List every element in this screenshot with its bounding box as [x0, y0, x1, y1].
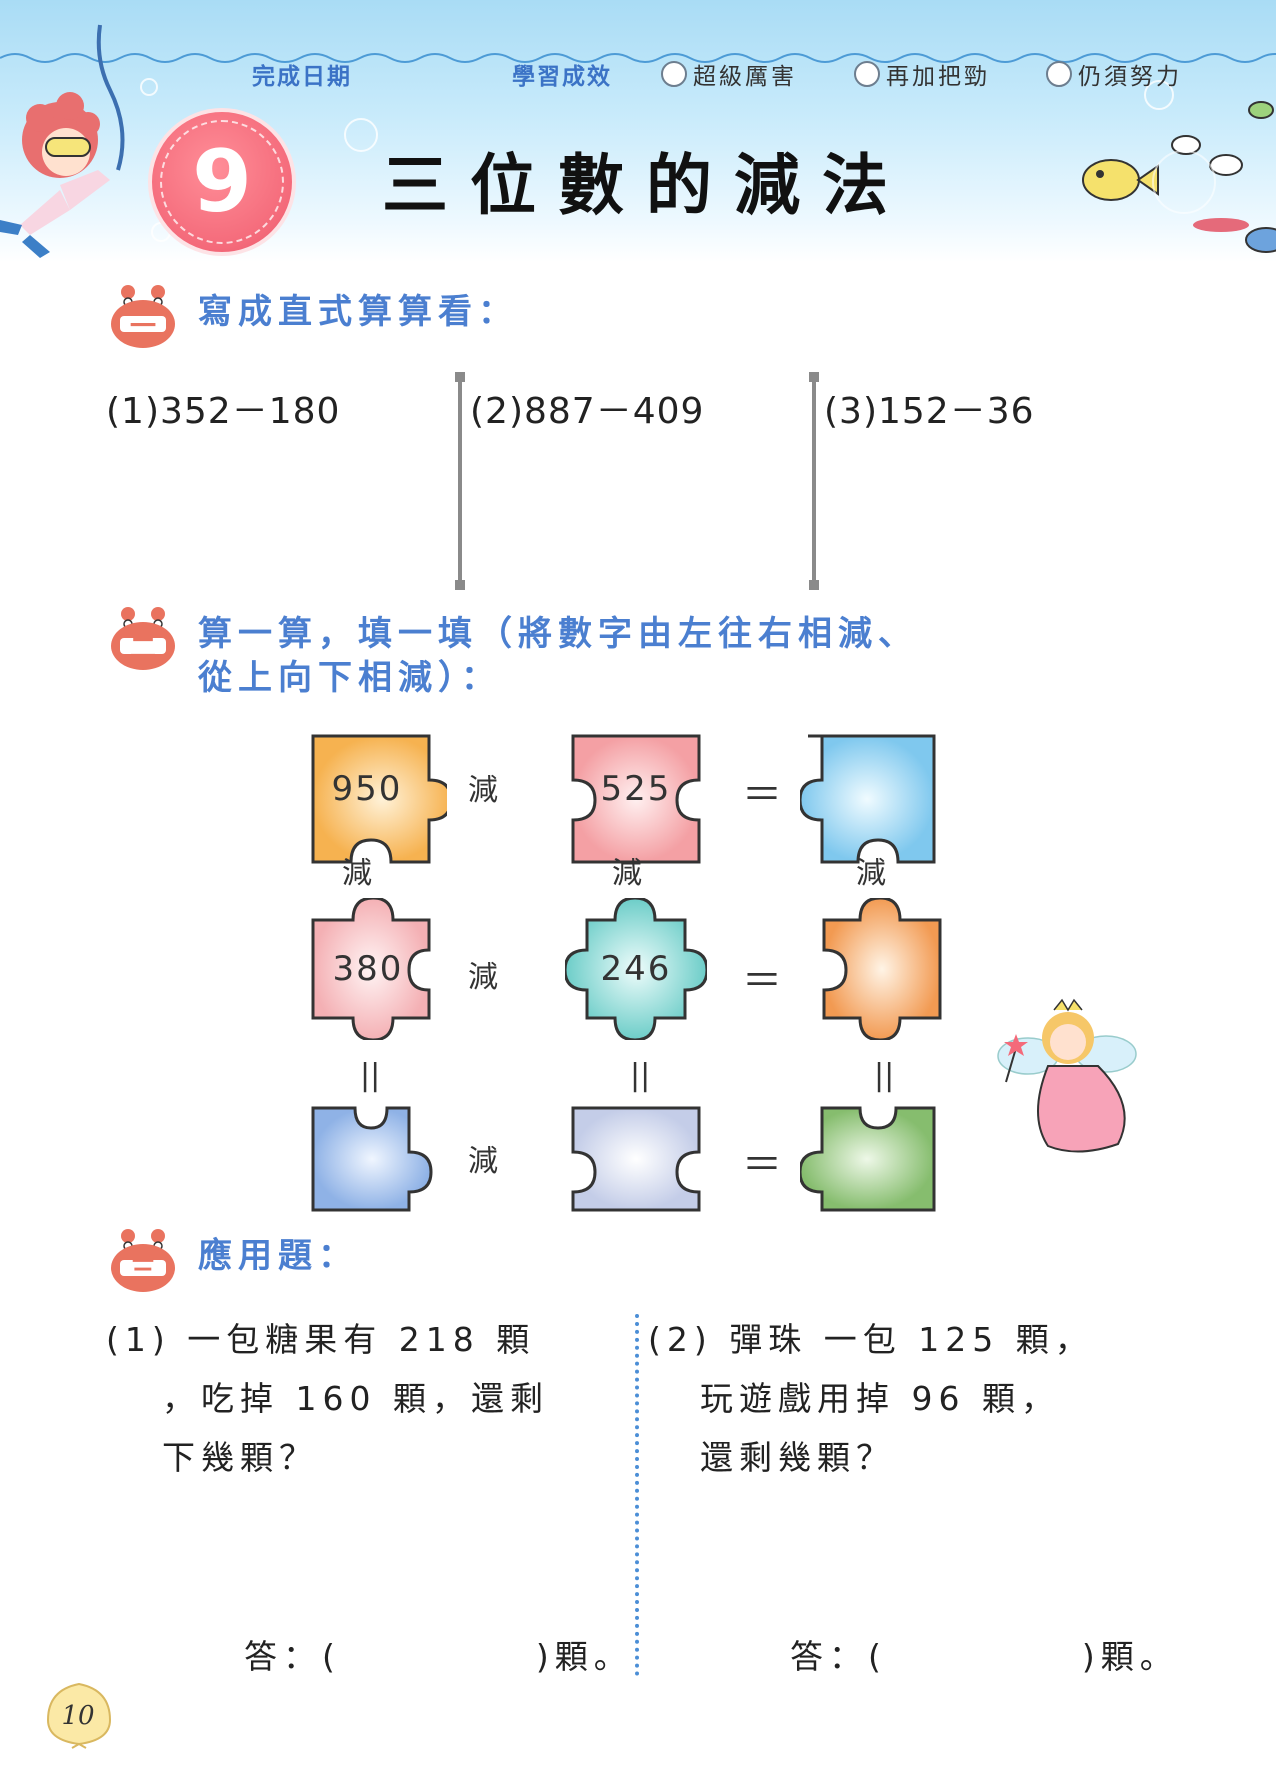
page-number: 10 — [61, 1701, 95, 1731]
radio-circle-icon[interactable] — [1046, 61, 1072, 87]
minus-word: 減 — [856, 856, 886, 891]
word-problem-2: (2) 彈珠 一包 125 顆， 玩遊戲用掉 96 顆， 還剩幾顆？ — [648, 1310, 1168, 1487]
crab-badge-icon — [111, 1229, 175, 1292]
problem-line: (2) 彈珠 一包 125 顆， — [648, 1320, 1094, 1359]
instruction-line-2: 從上向下相減）： — [198, 658, 501, 698]
puzzle-value[interactable] — [565, 1100, 707, 1242]
section-1-instruction: 寫成直式算算看： — [198, 292, 518, 332]
puzzle-value: 950 — [331, 769, 403, 809]
puzzle-piece-r3c1 — [305, 1100, 447, 1242]
problem-line: (1) 一包糖果有 218 顆 — [106, 1320, 536, 1359]
problem-line: 玩遊戲用掉 96 顆， — [700, 1379, 1060, 1418]
equals-sign: ＝ — [742, 1142, 782, 1188]
subtraction-problem-1: (1)352－180 — [106, 391, 341, 432]
equals-sign: ＝ — [742, 772, 782, 818]
problem-line: 還剩幾顆？ — [700, 1438, 895, 1477]
column-divider — [455, 372, 465, 590]
subtraction-problem-3: (3)152－36 — [824, 391, 1035, 432]
instruction-line-1: 算一算，填一填（將數字由左往右相減、 — [198, 614, 918, 654]
puzzle-piece-r2c2: 246 — [565, 898, 707, 1040]
puzzle-value: 246 — [600, 949, 672, 989]
puzzle-value[interactable] — [800, 1100, 942, 1242]
rating-label: 再加把勁 — [886, 64, 990, 90]
section-badge-number: 二 — [129, 634, 156, 664]
fairy-illustration — [997, 998, 1137, 1153]
subtraction-problem-2: (2)887－409 — [470, 391, 705, 432]
radio-circle-icon[interactable] — [661, 61, 687, 87]
rating-option-try-harder[interactable]: 再加把勁 — [854, 57, 990, 91]
section-badge-number: 三 — [129, 1256, 156, 1286]
column-divider — [809, 372, 819, 590]
learning-result-label: 學習成效 — [512, 64, 612, 90]
equals-sign: ＝ — [742, 958, 782, 1004]
minus-word: 減 — [468, 960, 498, 995]
section-3-header: 三 應用題： — [108, 1226, 358, 1296]
section-3-instruction: 應用題： — [198, 1236, 358, 1276]
problem-line: ，吃掉 160 顆，還剩 — [162, 1379, 549, 1418]
puzzle-piece-r1c1: 950 — [305, 728, 447, 870]
minus-word: 減 — [612, 856, 642, 891]
rating-option-excellent[interactable]: 超級厲害 — [661, 57, 797, 91]
rating-label: 仍須努力 — [1078, 64, 1182, 90]
puzzle-piece-r1c3 — [800, 728, 942, 870]
rating-option-needs-effort[interactable]: 仍須努力 — [1046, 57, 1182, 91]
rating-label: 超級厲害 — [693, 64, 797, 90]
vertical-equals-sign: || — [360, 1058, 381, 1093]
bubble-decoration — [344, 118, 378, 152]
word-problem-1: (1) 一包糖果有 218 顆 ，吃掉 160 顆，還剩 下幾顆？ — [106, 1310, 626, 1487]
puzzle-piece-r2c3 — [816, 898, 958, 1040]
section-badge-number: 一 — [129, 312, 156, 342]
section-1-header: 一 寫成直式算算看： — [108, 282, 518, 352]
puzzle-piece-r2c1: 380 — [305, 898, 447, 1040]
minus-word: 減 — [342, 856, 372, 891]
column-divider — [635, 1314, 639, 1676]
completion-date-label: 完成日期 — [252, 64, 352, 90]
puzzle-piece-r3c3 — [800, 1100, 942, 1242]
lesson-number: 9 — [192, 132, 252, 232]
shell-icon — [46, 1682, 112, 1749]
puzzle-value: 380 — [332, 949, 404, 989]
puzzle-value: 525 — [600, 769, 672, 809]
diver-girl-illustration — [0, 24, 125, 258]
lesson-number-badge: 9 — [148, 108, 296, 256]
page-header: 完成日期 學習成效 超級厲害 再加把勁 仍須努力 9 三位數的減法 — [0, 0, 1276, 262]
vertical-equals-sign: || — [630, 1058, 651, 1093]
answer-line-2[interactable]: 答：( )顆。 — [790, 1637, 1179, 1676]
puzzle-value[interactable] — [305, 1100, 447, 1242]
crab-badge-icon — [111, 285, 175, 348]
minus-word: 減 — [468, 773, 498, 808]
answer-line-1[interactable]: 答：( )顆。 — [244, 1637, 633, 1676]
minus-word: 減 — [468, 1144, 498, 1179]
section-2-instruction: 算一算，填一填（將數字由左往右相減、 從上向下相減）： — [198, 612, 918, 700]
page-title: 三位數的減法 — [382, 147, 910, 224]
status-bar: 完成日期 學習成效 超級厲害 再加把勁 仍須努力 — [247, 57, 1247, 91]
bubble-decoration — [1144, 80, 1174, 110]
wave-line — [0, 53, 1276, 63]
problem-line: 下幾顆？ — [162, 1438, 318, 1477]
radio-circle-icon[interactable] — [854, 61, 880, 87]
puzzle-piece-r3c2 — [565, 1100, 707, 1242]
vertical-equals-sign: || — [874, 1058, 895, 1093]
section-2-header: 二 算一算，填一填（將數字由左往右相減、 從上向下相減）： — [108, 604, 918, 700]
puzzle-piece-r1c2: 525 — [565, 728, 707, 870]
bubble-decoration — [1152, 150, 1216, 214]
crab-badge-icon — [111, 607, 175, 670]
bubble-decoration — [140, 78, 158, 96]
puzzle-value[interactable] — [816, 898, 958, 1040]
